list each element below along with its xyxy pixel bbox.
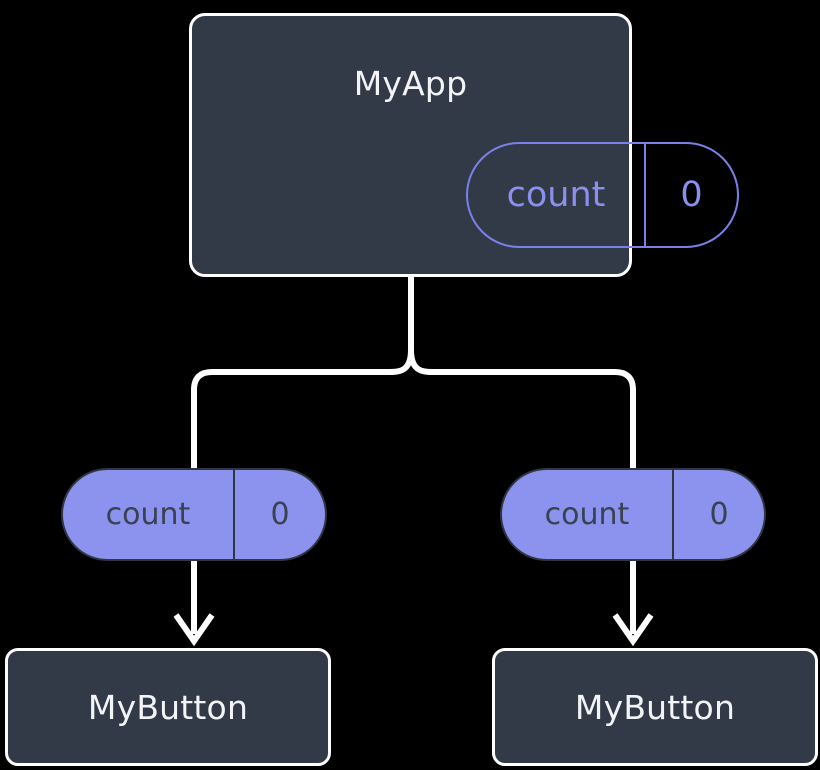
component-node-mybutton-left[interactable]: MyButton [5, 648, 331, 766]
component-title: MyButton [574, 687, 736, 727]
state-value-label: 0 [680, 174, 703, 215]
prop-pill-left[interactable]: count 0 [61, 468, 327, 561]
component-node-myapp[interactable]: MyApp count 0 [189, 13, 739, 277]
prop-value-label: 0 [270, 496, 290, 532]
edge-branch-right [408, 347, 636, 471]
arrowhead-right-icon [612, 613, 654, 647]
component-title: MyButton [87, 687, 249, 727]
edge-branch-left [191, 347, 414, 471]
state-pill-myapp[interactable]: count 0 [466, 142, 739, 248]
prop-key-label: count [502, 470, 674, 559]
prop-value-label: 0 [709, 496, 729, 532]
arrowhead-left-icon [173, 613, 215, 647]
component-node-mybutton-right[interactable]: MyButton [492, 648, 818, 766]
prop-key-label: count [63, 470, 235, 559]
component-title: MyApp [353, 64, 468, 103]
prop-pill-right[interactable]: count 0 [500, 468, 766, 561]
state-key-label: count [468, 144, 646, 246]
